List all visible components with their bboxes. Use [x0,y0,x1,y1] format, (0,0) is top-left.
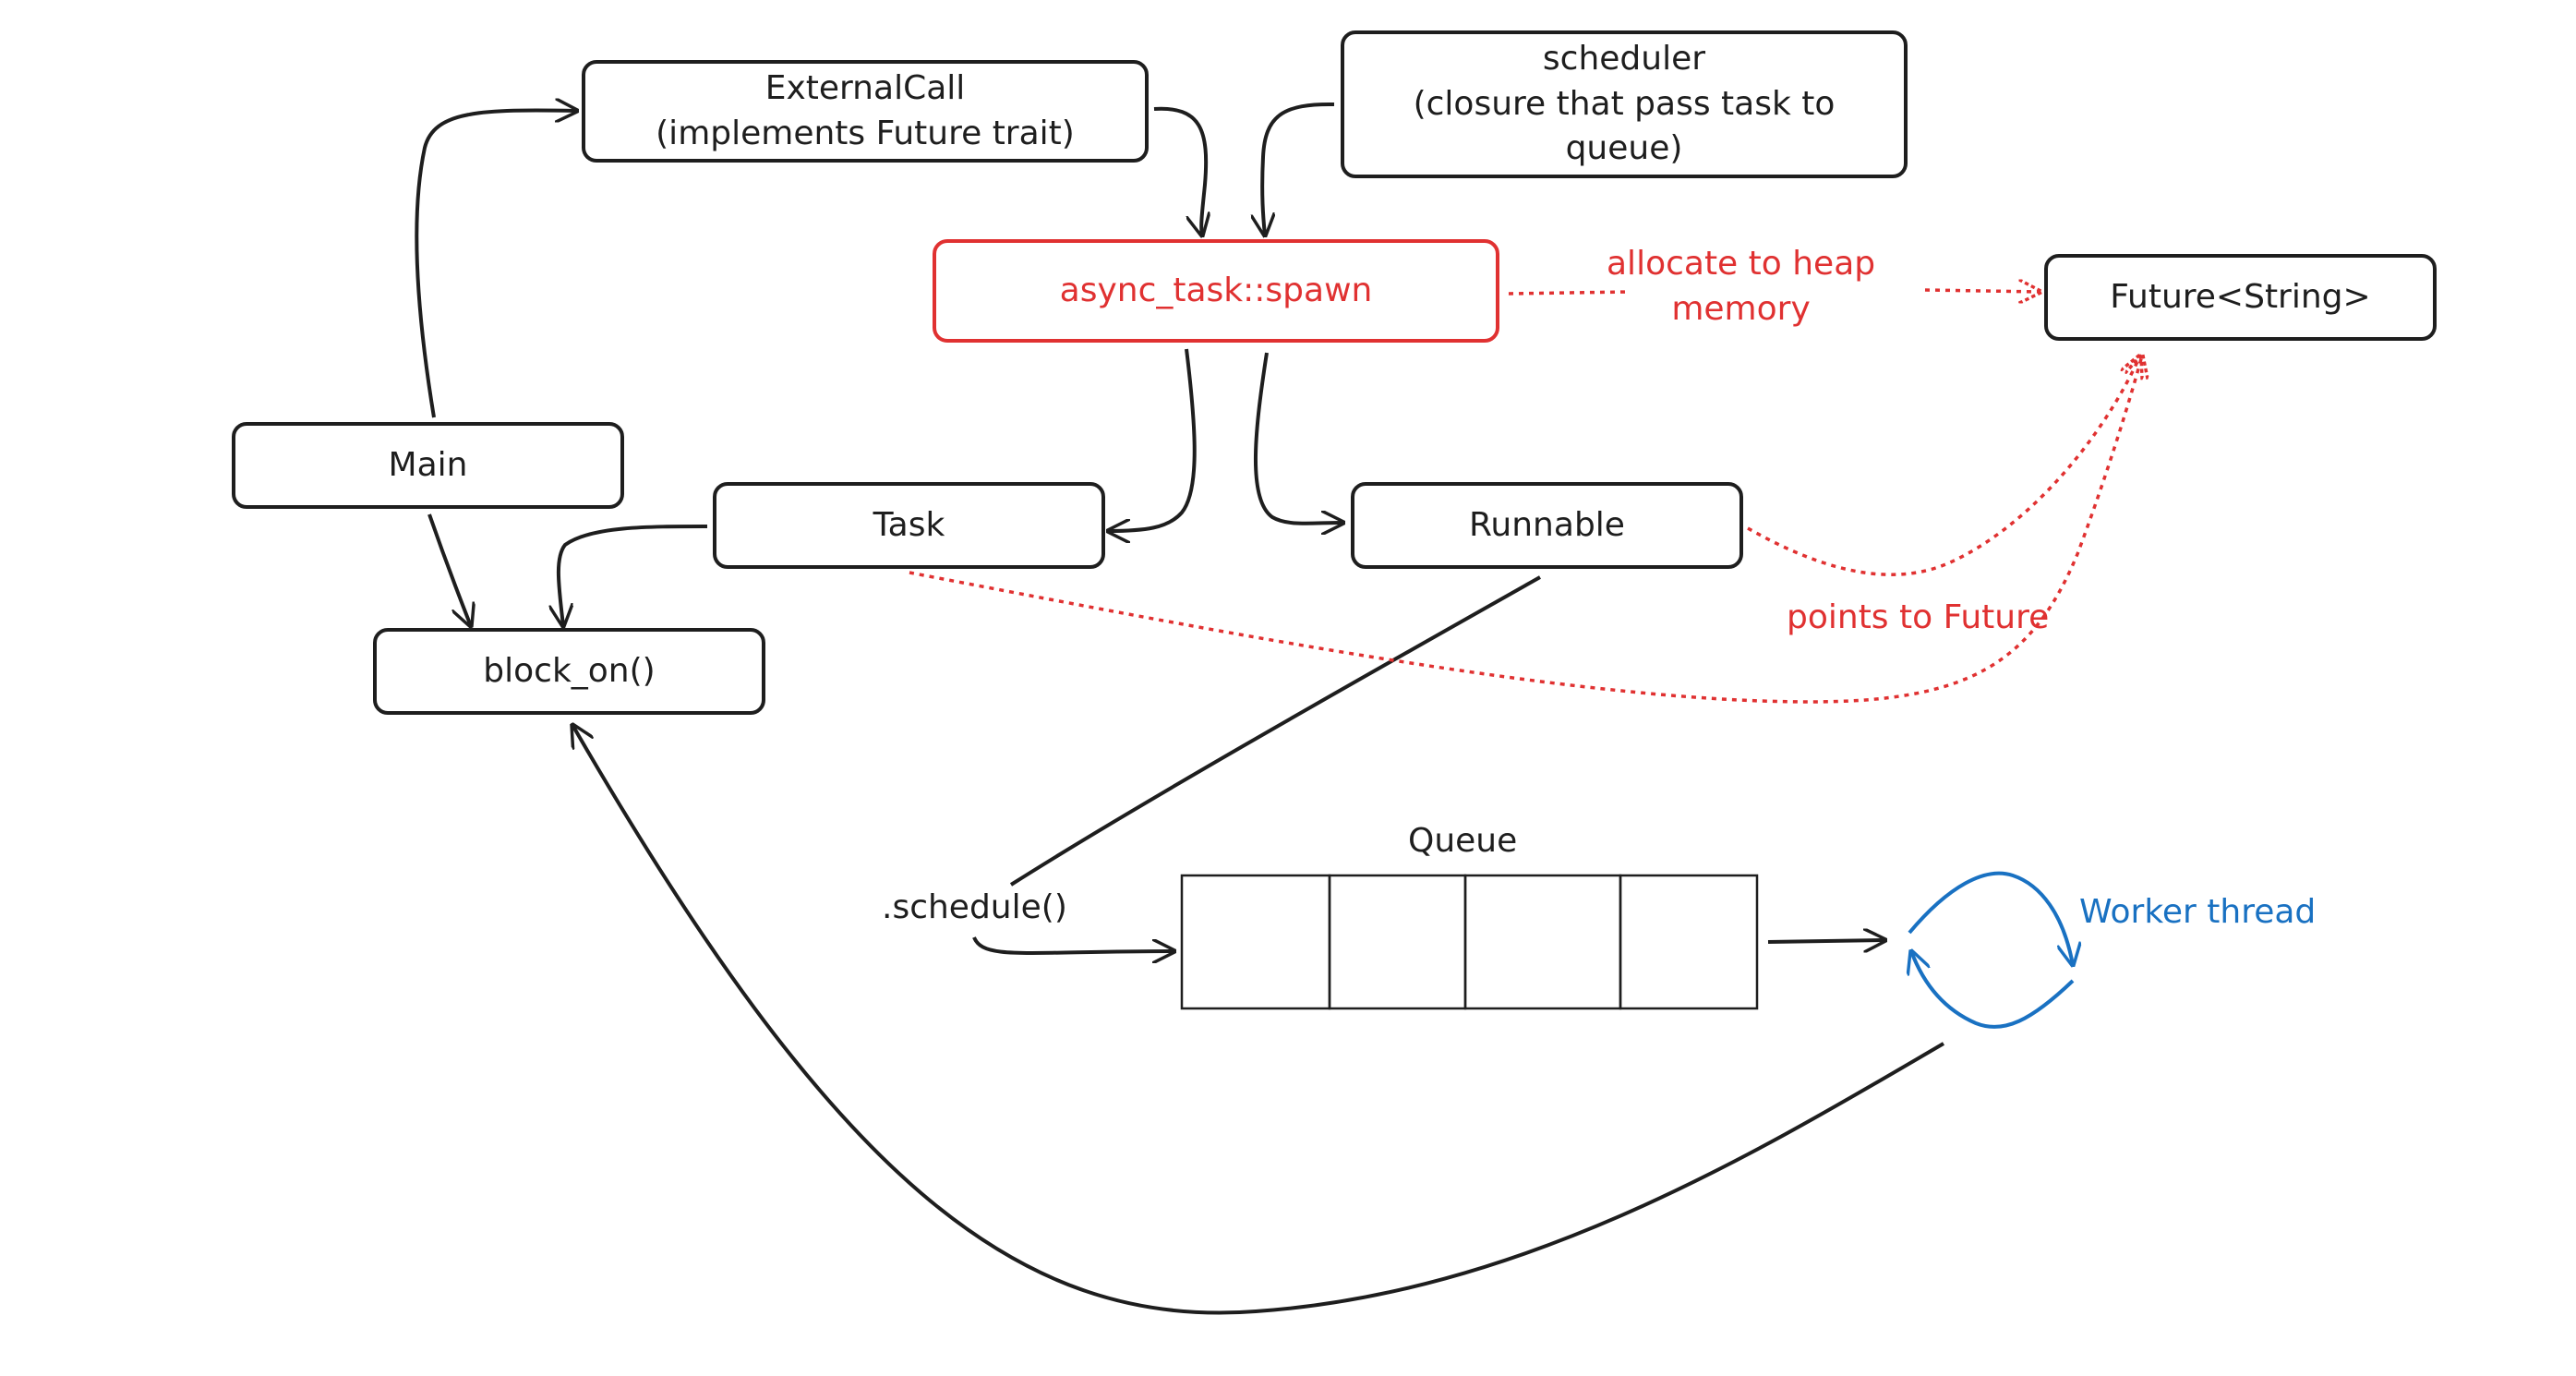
arrow-externalcall-to-spawn [1153,106,1206,235]
externalcall-node: ExternalCall (implements Future trait) [582,60,1149,163]
task-node: Task [713,482,1105,569]
arrow-main-to-externalcall [415,110,577,418]
future-node: Future<String> [2044,254,2437,341]
arrow-runnable-to-future [1747,356,2140,576]
queue-slot [1463,874,1622,1010]
points-to-future-label: points to Future [1787,598,2050,636]
scheduler-node: scheduler (closure that pass task to que… [1341,30,1908,178]
task-label: Task [873,505,945,544]
allocate-heap-line1: allocate to heap [1607,245,1876,283]
runnable-label: Runnable [1469,505,1625,544]
worker-loop-top-arrow [1908,871,2073,965]
arrow-schedule-to-queue [972,936,1174,953]
worker-thread-label: Worker thread [2079,893,2317,931]
runnable-node: Runnable [1351,482,1743,569]
scheduler-desc-line2: queue) [1565,129,1683,168]
scheduler-title: scheduler [1542,40,1706,78]
arrow-spawn-to-runnable [1254,352,1343,524]
externalcall-subtitle: (implements Future trait) [656,114,1075,152]
future-label: Future<String> [2110,277,2371,316]
externalcall-title: ExternalCall [764,68,966,107]
arrow-queue-to-worker [1767,940,1885,942]
main-label: Main [388,445,468,484]
spawn-node: async_task::spawn [933,239,1499,343]
arrow-scheduler-to-spawn [1262,102,1335,235]
spawn-label: async_task::spawn [1059,271,1373,309]
arrow-task-to-blockon [559,525,708,626]
scheduler-desc-line1: (closure that pass task to [1413,84,1836,123]
allocate-heap-line2: memory [1671,289,1811,328]
line-runnable-to-schedule [1009,575,1541,887]
allocate-heap-label: allocate to heap memory [1607,242,1875,332]
blockon-node: block_on() [373,628,765,715]
queue-slot [1619,874,1759,1010]
queue-slot [1180,874,1331,1010]
queue-label: Queue [1408,822,1518,860]
arrow-task-to-future [909,356,2142,704]
arrow-spawn-to-task [1108,348,1197,531]
worker-loop-bottom-arrow [1911,951,2075,1029]
main-node: Main [232,422,624,509]
blockon-label: block_on() [483,651,656,690]
queue-slot [1328,874,1467,1010]
arrow-main-to-blockon [427,513,471,626]
arrow-worker-to-blockon [572,725,1945,1315]
schedule-label: .schedule() [882,888,1067,926]
queue-slots [1180,874,1759,1010]
